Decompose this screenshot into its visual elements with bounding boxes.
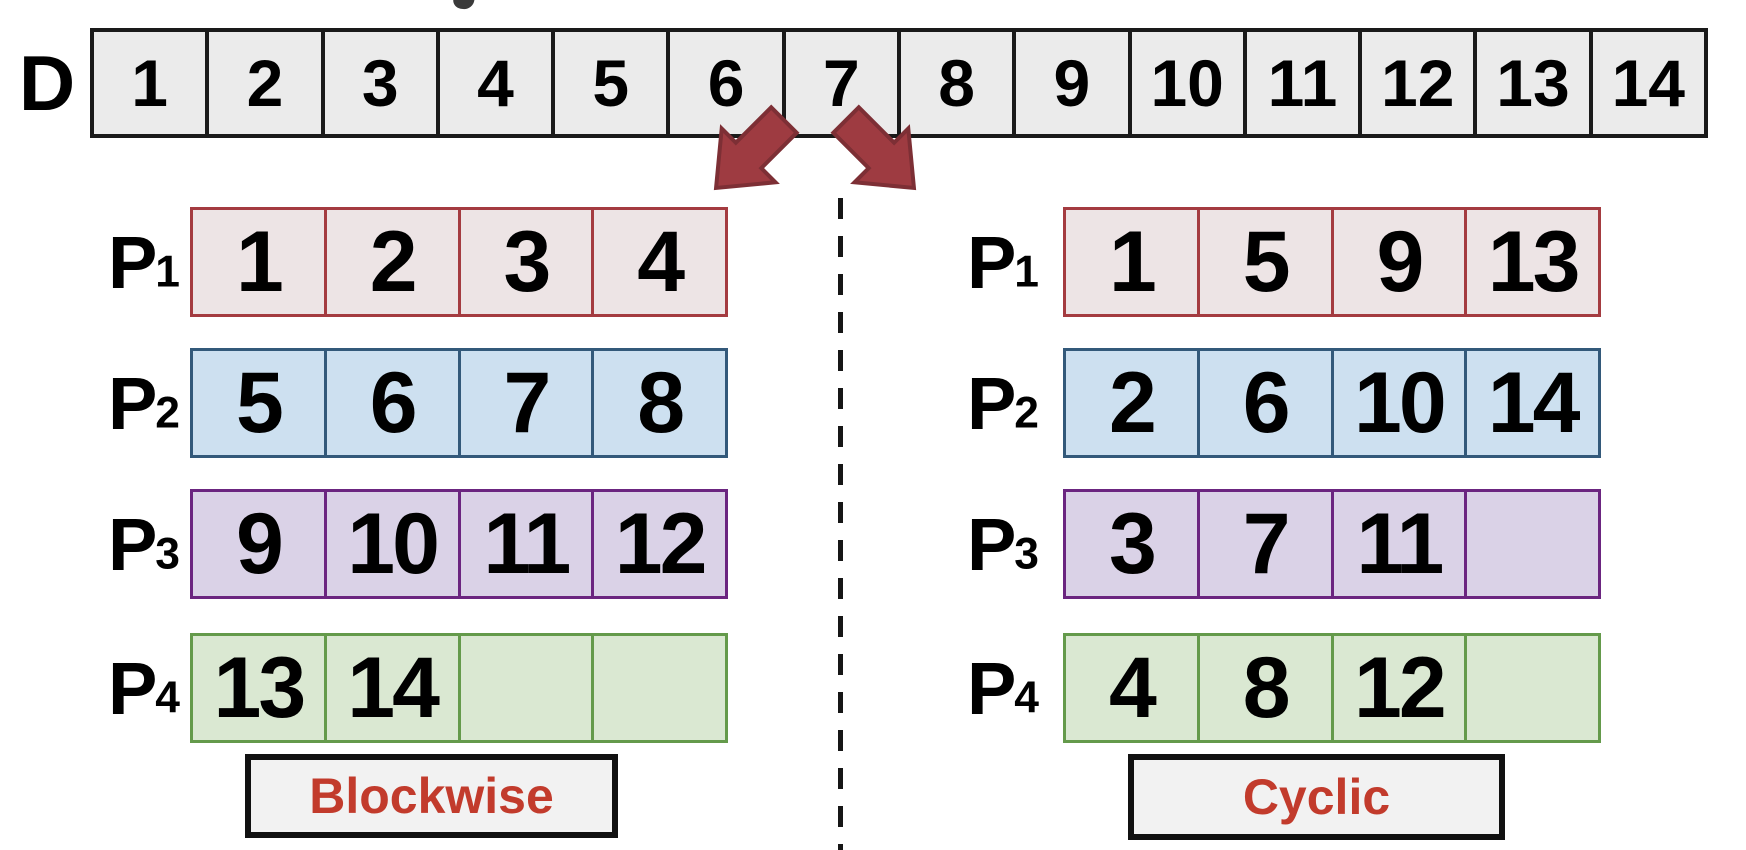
row-cell: 9 [235, 495, 284, 592]
blockwise-caption-box: Blockwise [245, 754, 618, 838]
blockwise-row-p3: 9 10 11 12 [190, 489, 728, 599]
row-cell: 10 [1330, 351, 1465, 455]
p-letter: P [107, 220, 157, 304]
data-array: 1 2 3 4 5 6 7 8 9 10 11 12 13 14 [90, 28, 1708, 138]
cyclic-row-p4: 4 8 12 [1063, 633, 1601, 743]
row-cell: 13 [213, 639, 307, 736]
row-cell: 7 [457, 351, 592, 455]
blockwise-caption-text: Blockwise [309, 768, 554, 824]
dashed-divider-line [838, 198, 843, 850]
blockwise-row-p4: 13 14 [190, 633, 728, 743]
row-cell: 10 [323, 492, 458, 596]
row-cell [1464, 636, 1598, 740]
row-cell: 13 [1464, 210, 1598, 314]
row-cell: 11 [1330, 492, 1465, 596]
array-cell: 2 [205, 32, 321, 134]
p-letter: P [966, 220, 1016, 304]
row-cell: 12 [591, 492, 725, 596]
array-cell: 11 [1242, 32, 1359, 134]
row-cell: 12 [1330, 636, 1465, 740]
row-cell: 6 [323, 351, 458, 455]
p-letter: P [107, 361, 157, 445]
row-cell: 4 [591, 210, 725, 314]
row-cell: 3 [457, 210, 592, 314]
cyclic-caption-box: Cyclic [1128, 754, 1505, 840]
blockwise-row-p2: 5 6 7 8 [190, 348, 728, 458]
cyclic-row-p3: 3 7 11 [1063, 489, 1601, 599]
row-cell: 5 [1196, 210, 1331, 314]
array-cell: 1 [94, 32, 206, 134]
p-letter: P [966, 361, 1016, 445]
p-letter: P [966, 646, 1016, 730]
cyclic-row-p2: 2 6 10 14 [1063, 348, 1601, 458]
down-left-arrow-icon [679, 83, 820, 224]
array-label: D [18, 38, 75, 127]
row-cell: 14 [323, 636, 458, 740]
row-cell [1464, 492, 1598, 596]
row-cell: 6 [1196, 351, 1331, 455]
row-cell: 2 [1108, 354, 1157, 451]
row-cell: 14 [1464, 351, 1598, 455]
p-letter: P [966, 502, 1016, 586]
row-cell [457, 636, 592, 740]
row-cell: 2 [323, 210, 458, 314]
cropped-text-remnant [452, 0, 475, 11]
row-cell: 4 [1108, 639, 1157, 736]
row-cell [591, 636, 725, 740]
array-cell: 9 [1012, 32, 1128, 134]
array-cell: 13 [1473, 32, 1589, 134]
array-cell: 4 [435, 32, 552, 134]
row-cell: 9 [1330, 210, 1465, 314]
row-cell: 11 [457, 492, 592, 596]
row-cell: 8 [591, 351, 725, 455]
p-letter: P [107, 502, 157, 586]
down-right-arrow-icon [809, 83, 950, 224]
array-cell: 7 [781, 32, 897, 134]
row-cell: 1 [235, 213, 284, 310]
row-cell: 3 [1108, 495, 1157, 592]
row-cell: 1 [1108, 213, 1157, 310]
row-cell: 7 [1196, 492, 1331, 596]
array-cell: 6 [666, 32, 782, 134]
array-cell: 14 [1588, 32, 1704, 134]
cyclic-caption-text: Cyclic [1242, 769, 1391, 825]
array-cell: 5 [551, 32, 667, 134]
cyclic-row-p1: 1 5 9 13 [1063, 207, 1601, 317]
array-cell: 8 [896, 32, 1013, 134]
row-cell: 5 [235, 354, 284, 451]
array-cell: 10 [1127, 32, 1243, 134]
array-cell: 3 [320, 32, 436, 134]
p-letter: P [107, 646, 157, 730]
blockwise-row-p1: 1 2 3 4 [190, 207, 728, 317]
array-cell: 12 [1358, 32, 1474, 134]
row-cell: 8 [1196, 636, 1331, 740]
